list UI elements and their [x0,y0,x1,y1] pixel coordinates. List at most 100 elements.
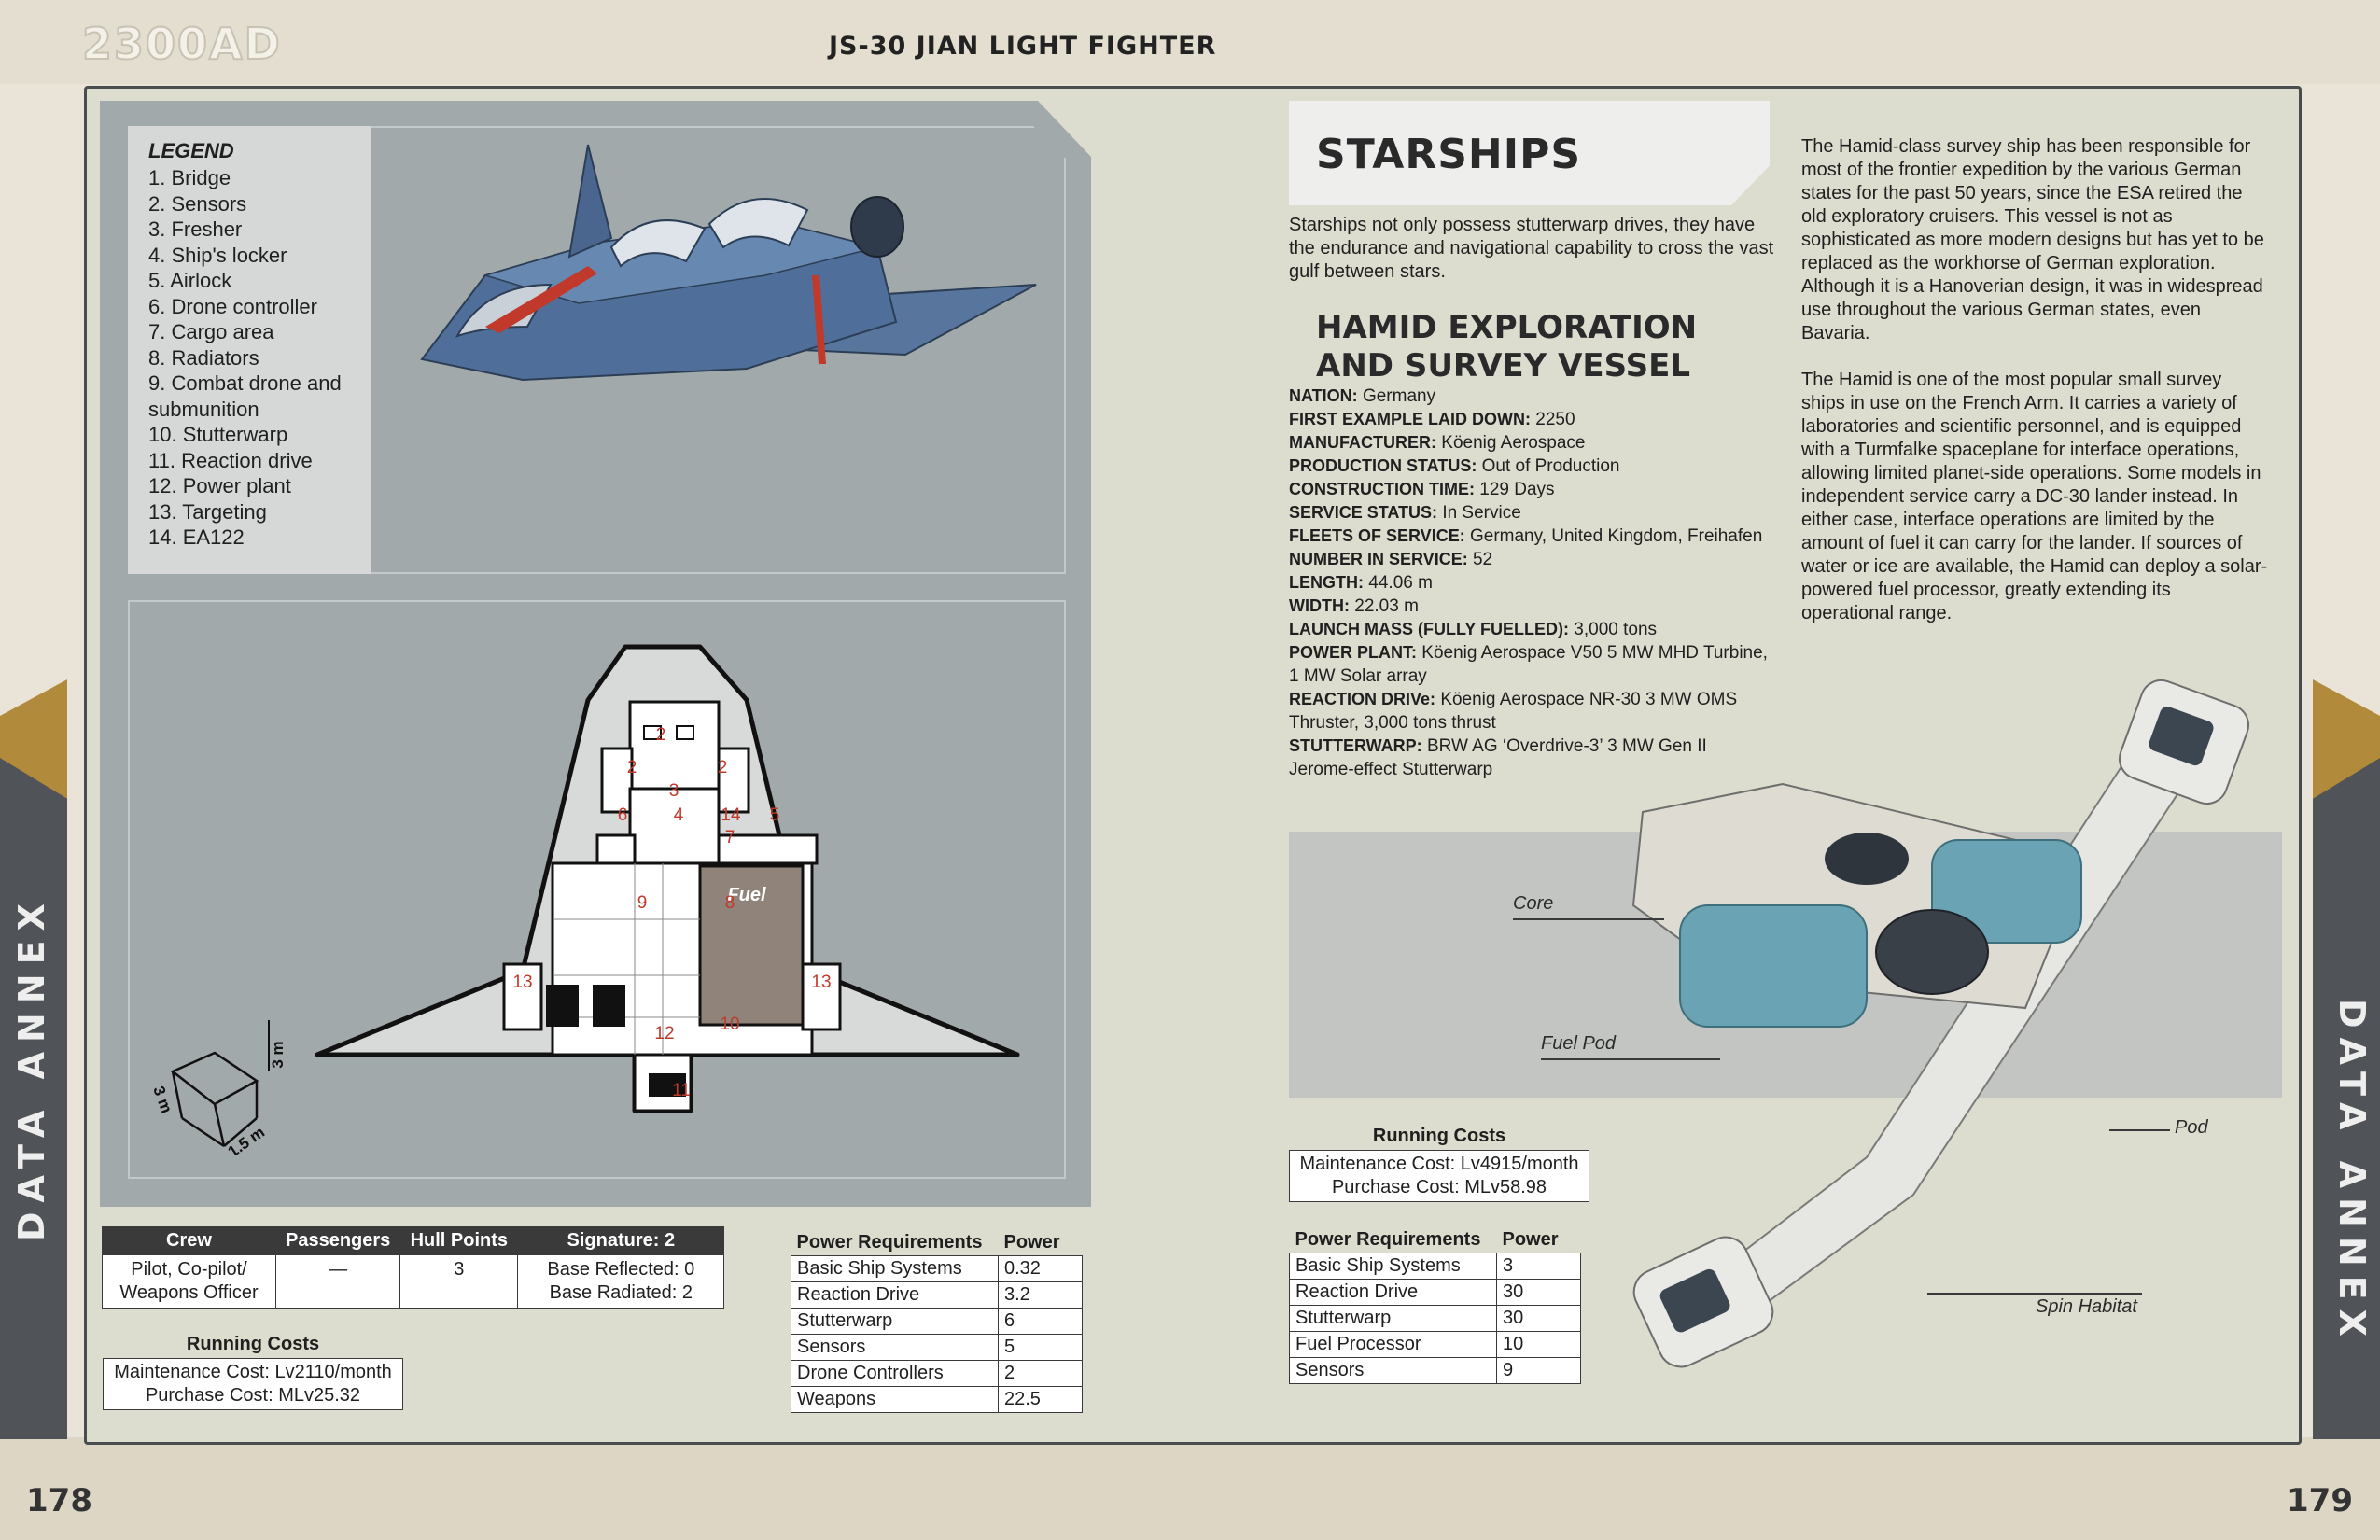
vessel-title: HAMID EXPLORATION AND SURVEY VESSEL [1316,309,1698,385]
power-value: 0.32 [998,1255,1083,1282]
spec-line: NUMBER IN SERVICE: 52 [1289,548,1774,571]
jian-purchase-cost: Purchase Cost: MLv25.32 [145,1385,361,1406]
deckplan-sensors-right [717,747,750,814]
starships-heading-box [1289,101,1770,205]
power-system: Reaction Drive [791,1281,999,1309]
hamid-paragraph-1: The Hamid-class survey ship has been res… [1801,136,2264,343]
power-value: 30 [1496,1279,1581,1306]
spec-line: MANUFACTURER: Köenig Aerospace [1289,431,1774,455]
spec-key: SERVICE STATUS: [1289,503,1438,522]
room-number: 2 [627,758,637,777]
hamid-fuel-pod-2 [1931,839,2082,944]
spec-line: REACTION DRIVe: Köenig Aerospace NR-30 3… [1289,688,1774,735]
power-value: 30 [1496,1305,1581,1332]
hamid-engine [1875,909,1989,995]
power-value: 2 [998,1360,1083,1387]
spec-value: 129 Days [1479,480,1555,499]
deckplan-core [628,787,721,865]
legend-item: 14. EA122 [148,525,245,549]
spec-value: Köenig Aerospace NR-30 3 MW OMS Thruster… [1289,690,1738,733]
jian-maintenance-cost: Maintenance Cost: Lv2110/month [114,1362,392,1382]
spec-value: Köenig Aerospace [1441,433,1586,453]
deckplan-targeting-left [502,962,543,1031]
spec-value: In Service [1442,503,1521,523]
crew-table: Crew Passengers Hull Points Signature: 2… [102,1226,725,1309]
scale-depth-label: 3 m [149,1084,175,1115]
room-number: 14 [721,805,741,825]
deckplan-reaction-drive [649,1073,686,1097]
deckplan-seat-2 [676,725,694,740]
legend-item: 3. Fresher [148,217,243,241]
spec-line: SERVICE STATUS: In Service [1289,501,1774,525]
room-number: 12 [654,1024,674,1043]
spec-value: 52 [1472,550,1493,569]
power-value: 3.2 [998,1281,1083,1309]
room-number: 2 [656,725,666,745]
hamid-purchase-cost: Purchase Cost: MLv58.98 [1331,1177,1547,1197]
legend-item: 4. Ship's locker [148,243,287,267]
hamid-power-table: Power Requirements Power Basic Ship Syst… [1289,1227,1581,1384]
fighter-intake-1 [609,219,707,268]
hamid-pod-bottom-window [1659,1268,1730,1333]
legend-item: 6. Drone controller [148,294,317,318]
power-value: 22.5 [998,1386,1083,1413]
spec-key: REACTION DRIVe: [1289,690,1436,708]
room-number: 11 [672,1081,691,1100]
callout-fuel-pod: Fuel Pod [1541,1033,1617,1054]
callout-spin-habitat-leader [1927,1293,2142,1295]
hamid-hub [1825,833,1909,885]
callout-pod-leader [2109,1129,2170,1131]
spec-key: WIDTH: [1289,596,1350,615]
spec-value: Germany, United Kingdom, Freihafen [1469,526,1763,546]
starships-intro: Starships not only possess stutterwarp d… [1289,215,1774,282]
bottom-band [0,1437,2380,1540]
page-number-right: 179 [2287,1482,2353,1519]
top-band [0,0,2380,84]
deckplan-bridge [628,700,721,792]
spec-line: WIDTH: 22.03 m [1289,595,1774,618]
deckplan-seat-1 [643,725,662,740]
room-number: 6 [618,805,628,825]
legend-item: 2. Sensors [148,191,247,216]
hamid-power-header: Power [1502,1229,1559,1250]
passengers-cell: — [274,1254,401,1309]
spec-key: FLEETS OF SERVICE: [1289,526,1465,545]
deckplan-frame [128,600,1066,1179]
power-system: Basic Ship Systems [1289,1253,1497,1280]
spec-line: FIRST EXAMPLE LAID DOWN: 2250 [1289,408,1774,431]
scale-cube [170,1051,259,1106]
power-system: Sensors [791,1334,999,1361]
callout-spin-habitat: Spin Habitat [2036,1296,2137,1317]
callout-fuel-pod-leader [1541,1058,1720,1060]
deckplan-controller [595,833,637,865]
callout-core-leader [1513,918,1664,920]
spec-key: STUTTERWARP: [1289,736,1422,755]
fighter-canopy [455,283,553,338]
spec-key: PRODUCTION STATUS: [1289,456,1477,475]
power-value: 6 [998,1308,1083,1335]
legend-item: 10. Stutterwarp [148,423,288,446]
spec-value: 2250 [1535,410,1575,429]
legend-item: 11. Reaction drive [148,448,313,472]
hull-points-cell: 3 [399,1254,519,1309]
jian-power-req-header: Power Requirements [796,1232,983,1253]
room-number: 2 [718,758,728,777]
hamid-running-costs-title: Running Costs [1372,1126,1506,1146]
hamid-maintenance-cost: Maintenance Cost: Lv4915/month [1299,1154,1579,1174]
spec-value: Out of Production [1481,456,1620,476]
spec-key: CONSTRUCTION TIME: [1289,480,1475,498]
room-number: 8 [725,893,735,913]
fighter-red-stripe-rear [812,275,826,364]
spec-value: 3,000 tons [1574,620,1658,639]
